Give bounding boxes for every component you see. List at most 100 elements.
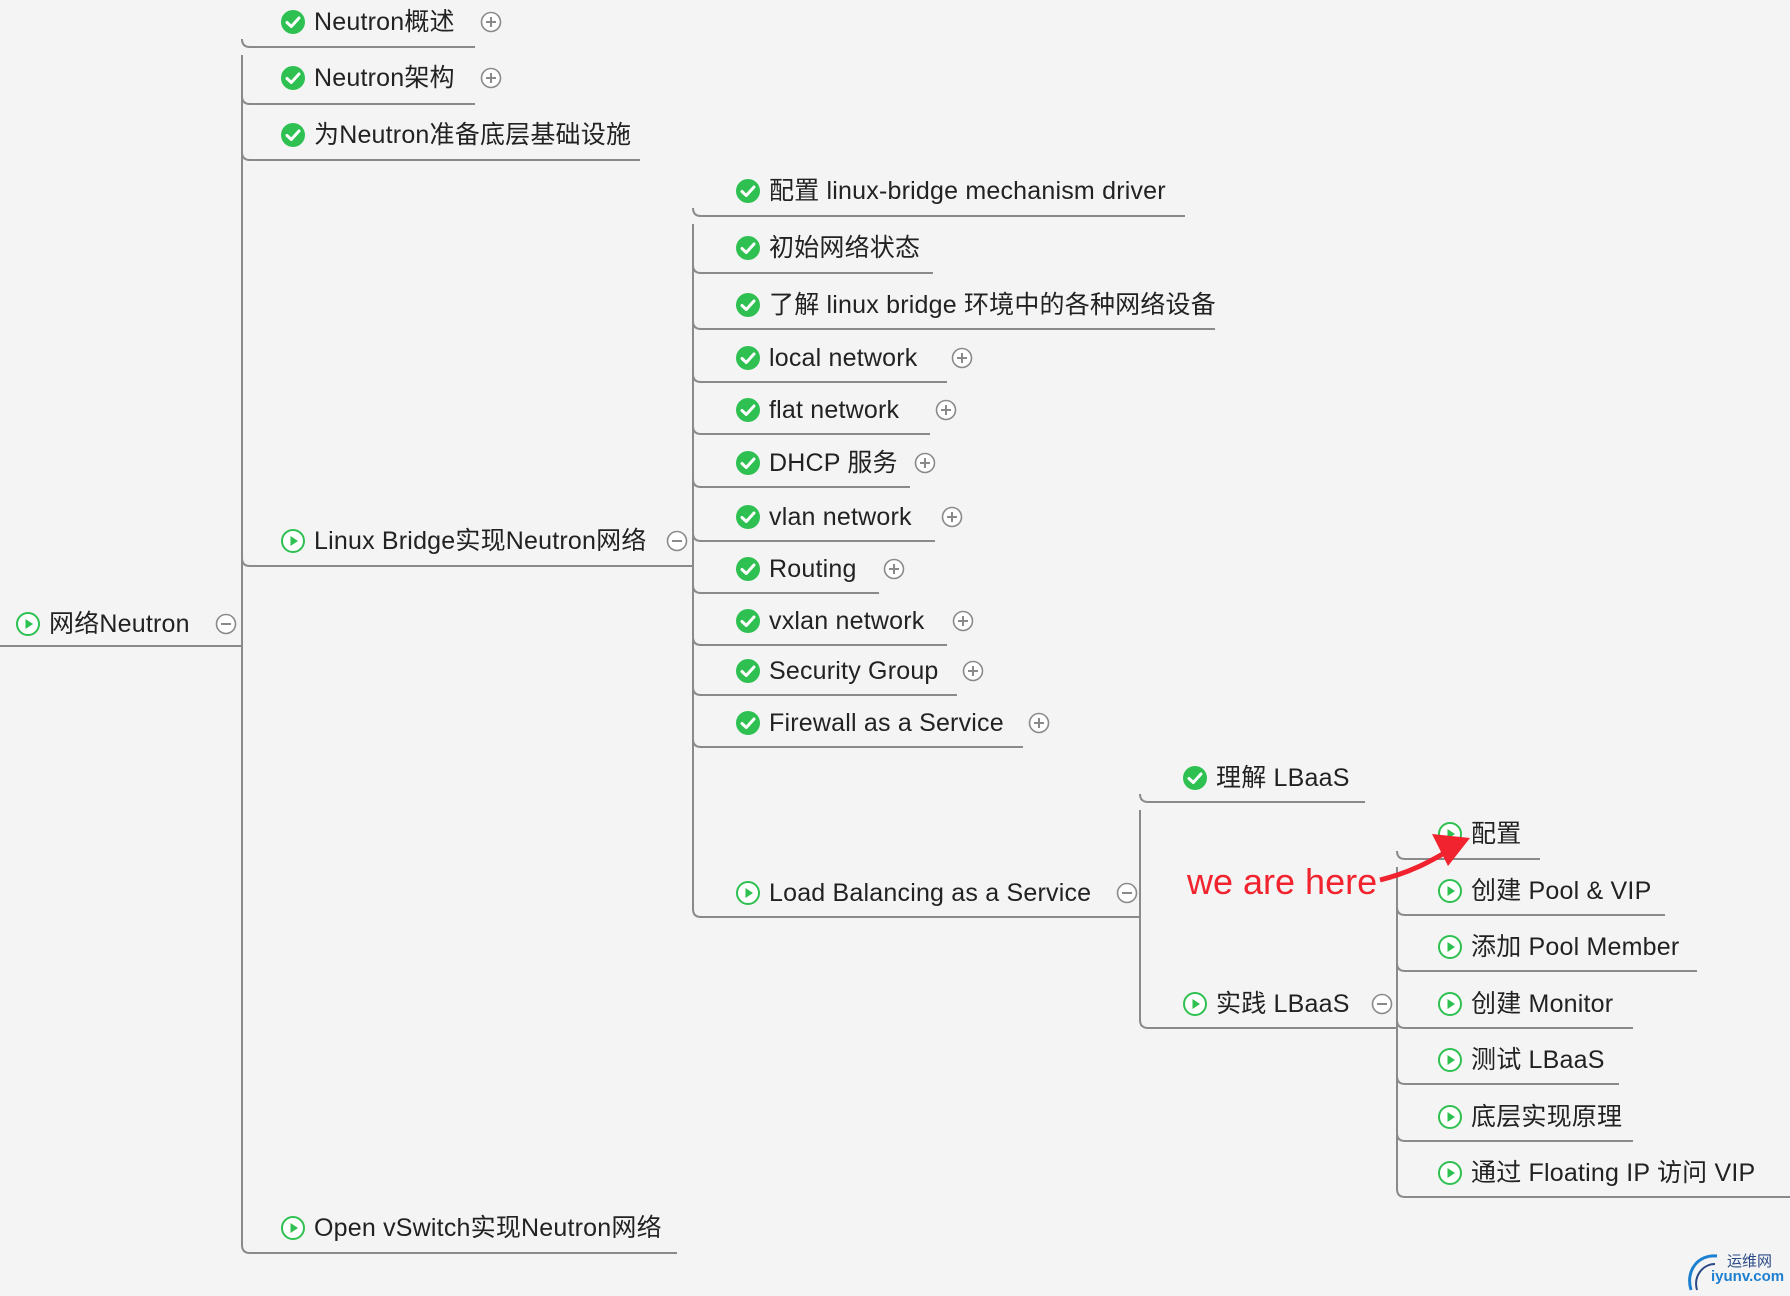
- node-practice-4[interactable]: 测试 LBaaS: [1437, 1045, 1605, 1075]
- node-label: 通过 Floating IP 访问 VIP: [1471, 1159, 1756, 1187]
- check-circle-icon[interactable]: [735, 450, 761, 476]
- play-circle-icon[interactable]: [1182, 991, 1208, 1017]
- node-label: 网络Neutron: [49, 610, 190, 638]
- connector-line: [1396, 906, 1406, 916]
- expand-plus-icon[interactable]: [952, 610, 974, 632]
- node-label: vxlan network: [769, 607, 925, 635]
- node-label: Neutron概述: [314, 8, 455, 36]
- node-practice-5[interactable]: 底层实现原理: [1437, 1102, 1622, 1132]
- expand-plus-icon[interactable]: [951, 347, 973, 369]
- node-lb-2[interactable]: 了解 linux bridge 环境中的各种网络设备: [735, 290, 1216, 320]
- node-lb-6[interactable]: vlan network: [735, 502, 912, 532]
- node-lb-0[interactable]: 配置 linux-bridge mechanism driver: [735, 176, 1166, 206]
- watermark-swirl-icon: [1688, 1254, 1718, 1291]
- node-label: 创建 Monitor: [1471, 990, 1614, 1018]
- check-circle-icon[interactable]: [280, 9, 306, 35]
- node-lb-8[interactable]: vxlan network: [735, 606, 924, 636]
- play-circle-icon[interactable]: [1437, 821, 1463, 847]
- check-circle-icon[interactable]: [735, 658, 761, 684]
- expand-plus-icon[interactable]: [883, 558, 905, 580]
- play-circle-icon[interactable]: [1437, 934, 1463, 960]
- play-circle-icon[interactable]: [1437, 1104, 1463, 1130]
- node-practice-1[interactable]: 创建 Pool & VIP: [1437, 876, 1651, 906]
- connector-line: [692, 264, 702, 274]
- node-lbaas-0[interactable]: 理解 LBaaS: [1182, 763, 1350, 793]
- watermark-text-bottom: iyunv.com: [1711, 1268, 1785, 1285]
- node-label: 测试 LBaaS: [1471, 1046, 1605, 1074]
- check-circle-icon[interactable]: [735, 397, 761, 423]
- check-circle-icon[interactable]: [1182, 765, 1208, 791]
- node-label: 配置: [1471, 820, 1522, 848]
- node-level1-4[interactable]: Open vSwitch实现Neutron网络: [280, 1213, 662, 1243]
- check-circle-icon[interactable]: [735, 556, 761, 582]
- node-lb-9[interactable]: Security Group: [735, 656, 939, 686]
- node-label: 了解 linux bridge 环境中的各种网络设备: [769, 291, 1216, 319]
- check-circle-icon[interactable]: [735, 235, 761, 261]
- node-label: Firewall as a Service: [769, 709, 1004, 737]
- check-circle-icon[interactable]: [735, 345, 761, 371]
- connector-line: [692, 478, 702, 488]
- connector-line: [692, 636, 702, 646]
- node-label: Security Group: [769, 657, 939, 685]
- node-label: Load Balancing as a Service: [769, 879, 1092, 907]
- node-label: Neutron架构: [314, 64, 455, 92]
- collapse-minus-icon[interactable]: [666, 530, 688, 552]
- node-practice-2[interactable]: 添加 Pool Member: [1437, 932, 1679, 962]
- watermark-text-top: 运维网: [1727, 1253, 1773, 1270]
- connector-line: [1139, 793, 1149, 803]
- node-practice-6[interactable]: 通过 Floating IP 访问 VIP: [1437, 1158, 1755, 1188]
- check-circle-icon[interactable]: [735, 710, 761, 736]
- node-level1-0[interactable]: Neutron概述: [280, 7, 455, 37]
- node-lb-3[interactable]: local network: [735, 343, 918, 373]
- check-circle-icon[interactable]: [280, 65, 306, 91]
- check-circle-icon[interactable]: [735, 608, 761, 634]
- collapse-minus-icon[interactable]: [1116, 882, 1138, 904]
- node-lb-1[interactable]: 初始网络状态: [735, 233, 920, 263]
- node-lb-11[interactable]: Load Balancing as a Service: [735, 878, 1091, 908]
- node-lb-4[interactable]: flat network: [735, 395, 899, 425]
- node-practice-3[interactable]: 创建 Monitor: [1437, 989, 1613, 1019]
- connector-line: [692, 425, 702, 435]
- expand-plus-icon[interactable]: [480, 67, 502, 89]
- check-circle-icon[interactable]: [735, 504, 761, 530]
- watermark-logo: 运维网 iyunv.com: [1685, 1248, 1790, 1296]
- node-label: local network: [769, 344, 918, 372]
- check-circle-icon[interactable]: [735, 292, 761, 318]
- node-lbaas-1[interactable]: 实践 LBaaS: [1182, 989, 1350, 1019]
- expand-plus-icon[interactable]: [914, 452, 936, 474]
- node-root[interactable]: 网络Neutron: [15, 609, 190, 639]
- play-circle-icon[interactable]: [280, 528, 306, 554]
- node-label: 创建 Pool & VIP: [1471, 877, 1652, 905]
- node-label: 添加 Pool Member: [1471, 933, 1680, 961]
- collapse-minus-icon[interactable]: [215, 613, 237, 635]
- node-level1-3[interactable]: Linux Bridge实现Neutron网络: [280, 526, 647, 556]
- play-circle-icon[interactable]: [1437, 1160, 1463, 1186]
- expand-plus-icon[interactable]: [1028, 712, 1050, 734]
- play-circle-icon[interactable]: [15, 611, 41, 637]
- node-lb-7[interactable]: Routing: [735, 554, 857, 584]
- play-circle-icon[interactable]: [1437, 878, 1463, 904]
- play-circle-icon[interactable]: [735, 880, 761, 906]
- node-label: vlan network: [769, 503, 912, 531]
- play-circle-icon[interactable]: [1437, 991, 1463, 1017]
- node-lb-10[interactable]: Firewall as a Service: [735, 708, 1004, 738]
- play-circle-icon[interactable]: [1437, 1047, 1463, 1073]
- play-circle-icon[interactable]: [280, 1215, 306, 1241]
- node-practice-0[interactable]: 配置: [1437, 819, 1521, 849]
- check-circle-icon[interactable]: [280, 122, 306, 148]
- connector-line: [1396, 1075, 1406, 1085]
- node-lb-5[interactable]: DHCP 服务: [735, 448, 898, 478]
- node-level1-1[interactable]: Neutron架构: [280, 63, 455, 93]
- node-label: flat network: [769, 396, 900, 424]
- check-circle-icon[interactable]: [735, 178, 761, 204]
- annotation-we-are-here: we are here: [1187, 861, 1378, 902]
- expand-plus-icon[interactable]: [962, 660, 984, 682]
- connector-line: [692, 686, 702, 696]
- expand-plus-icon[interactable]: [941, 506, 963, 528]
- expand-plus-icon[interactable]: [480, 11, 502, 33]
- node-level1-2[interactable]: 为Neutron准备底层基础设施: [280, 120, 631, 150]
- expand-plus-icon[interactable]: [935, 399, 957, 421]
- collapse-minus-icon[interactable]: [1371, 993, 1393, 1015]
- connector-line: [1396, 1132, 1406, 1142]
